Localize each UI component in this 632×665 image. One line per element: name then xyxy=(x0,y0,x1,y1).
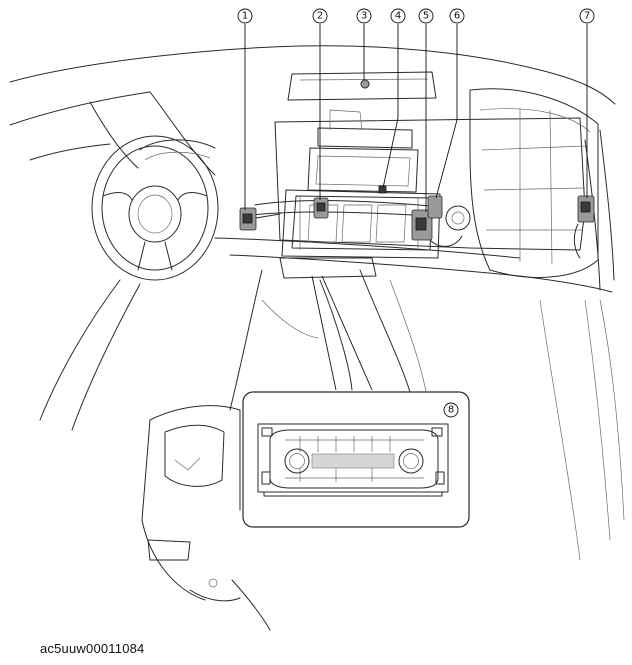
heater-unit xyxy=(274,88,599,278)
callout-8-label: 8 xyxy=(448,405,454,416)
callout-7: 7 xyxy=(579,8,595,24)
component-2 xyxy=(313,197,329,219)
component-5 xyxy=(411,209,433,241)
callout-2-label: 2 xyxy=(317,11,323,22)
callout-6-label: 6 xyxy=(454,11,460,22)
center-console xyxy=(141,257,427,631)
image-code: ac5uuw00011084 xyxy=(40,641,145,656)
callout-5-label: 5 xyxy=(423,11,429,22)
component-7 xyxy=(573,195,595,259)
detail-view-box xyxy=(242,391,470,528)
callout-7-label: 7 xyxy=(584,11,590,22)
steering-wheel xyxy=(39,135,219,431)
center-vent-frame xyxy=(251,109,441,259)
callout-4: 4 xyxy=(390,8,406,24)
callout-5: 5 xyxy=(418,8,434,24)
callout-2: 2 xyxy=(312,8,328,24)
callout-1-label: 1 xyxy=(242,11,248,22)
callout-8: 8 xyxy=(443,402,459,418)
callout-3-label: 3 xyxy=(361,11,367,22)
component-4 xyxy=(378,185,387,194)
callout-4-label: 4 xyxy=(395,11,401,22)
component-1 xyxy=(239,207,281,231)
component-3 xyxy=(360,79,370,89)
instrument-cluster xyxy=(139,139,216,161)
detail-pointer xyxy=(311,275,373,391)
dashboard-outline xyxy=(9,45,625,561)
component-6 xyxy=(427,195,463,247)
climate-control-panel xyxy=(257,423,449,497)
callout-leaders xyxy=(244,24,588,212)
callout-3: 3 xyxy=(356,8,372,24)
callout-1: 1 xyxy=(237,8,253,24)
callout-6: 6 xyxy=(449,8,465,24)
